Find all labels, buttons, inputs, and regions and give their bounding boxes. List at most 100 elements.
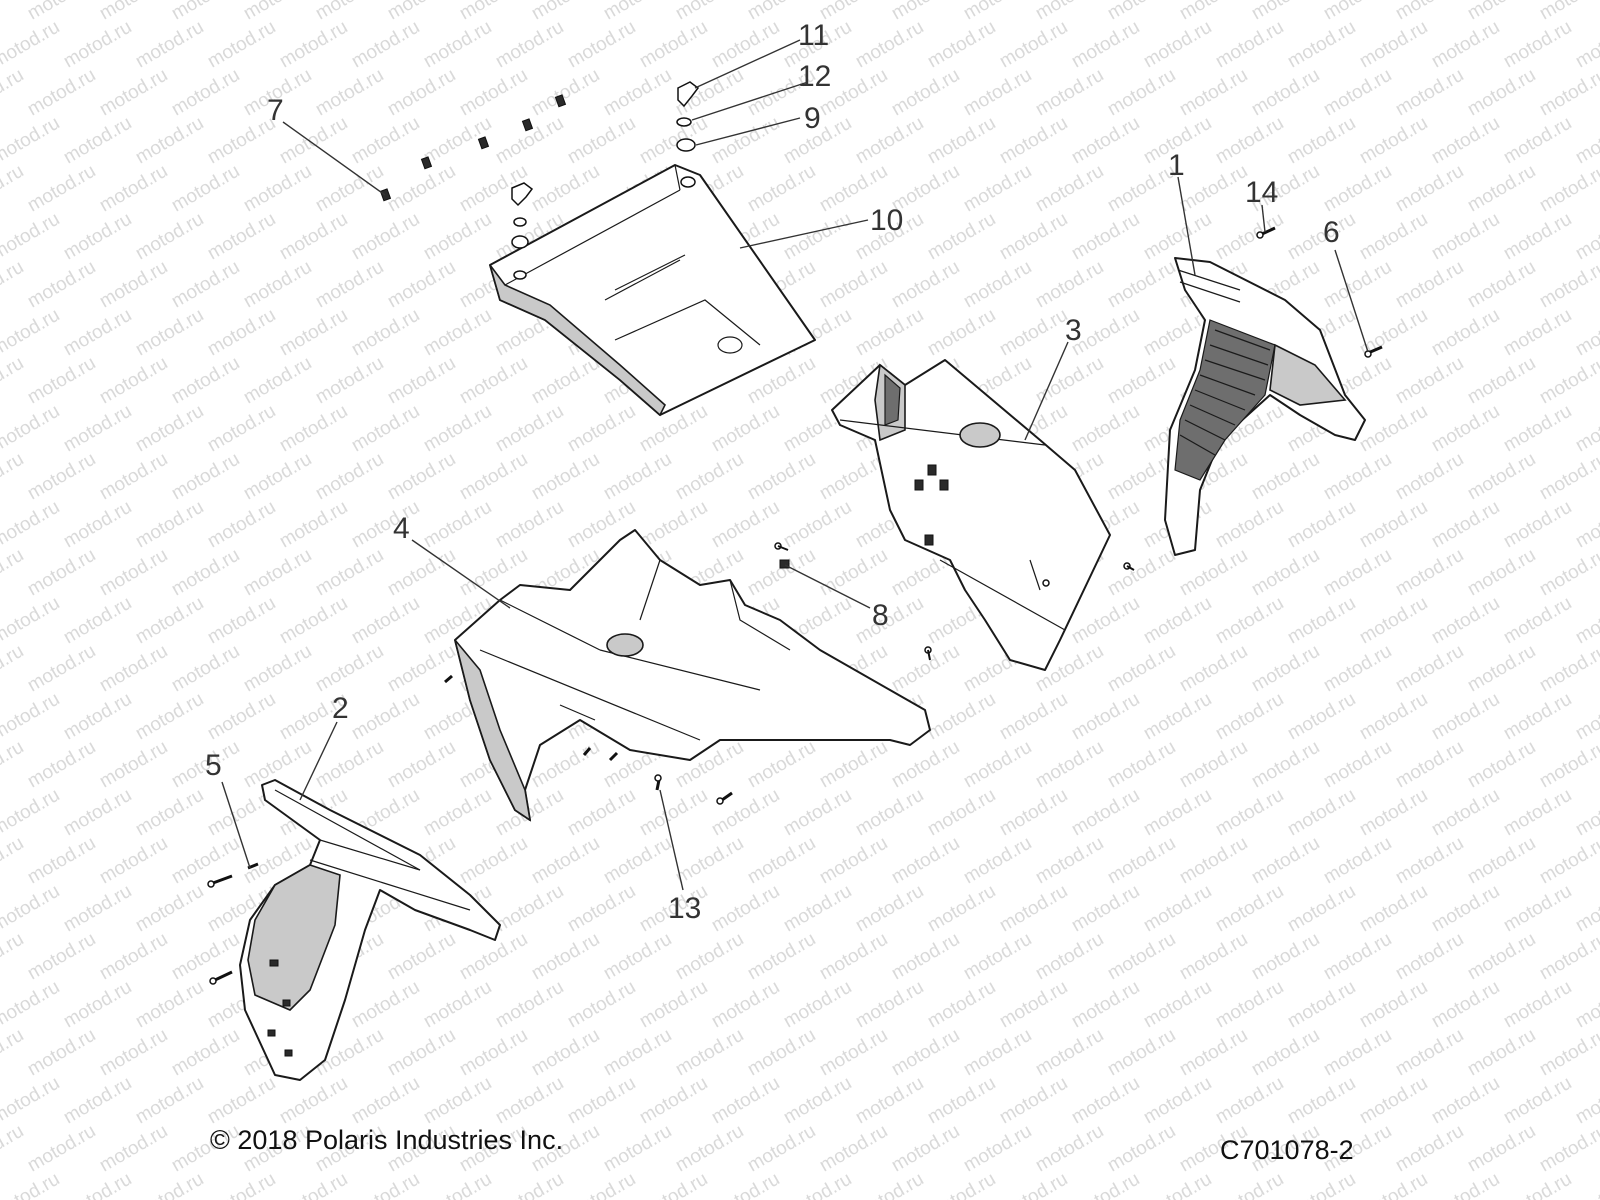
watermark-text: motod.ru [564,113,639,169]
watermark-text: motod.ru [852,593,927,649]
watermark-text: motod.ru [0,593,63,649]
watermark-text: motod.ru [1104,353,1179,409]
watermark-text: motod.ru [1572,305,1600,361]
watermark-text: motod.ru [1536,257,1600,313]
watermark-text: motod.ru [600,65,675,121]
watermark-text: motod.ru [1104,1121,1179,1177]
watermark-text: motod.ru [1572,1073,1600,1129]
watermark-text: motod.ru [312,641,387,697]
watermark-text: motod.ru [1428,17,1503,73]
watermark-text: motod.ru [132,593,207,649]
watermark-text: motod.ru [1212,1073,1287,1129]
watermark-text: motod.ru [132,497,207,553]
watermark-text: motod.ru [60,785,135,841]
watermark-text: motod.ru [564,1073,639,1129]
watermark-text: motod.ru [1320,929,1395,985]
watermark-text: motod.ru [24,833,99,889]
watermark-text: motod.ru [456,353,531,409]
watermark-text: motod.ru [240,257,315,313]
watermark-text: motod.ru [1212,593,1287,649]
watermark-text: motod.ru [1356,1169,1431,1200]
watermark-text: motod.ru [348,113,423,169]
watermark-text: motod.ru [1356,17,1431,73]
watermark-text: motod.ru [1068,689,1143,745]
watermark-text: motod.ru [132,209,207,265]
watermark-text: motod.ru [816,1025,891,1081]
watermark-text: motod.ru [240,353,315,409]
watermark-text: motod.ru [456,833,531,889]
watermark-text: motod.ru [636,17,711,73]
watermark-text: motod.ru [276,209,351,265]
watermark-text: motod.ru [1428,689,1503,745]
watermark-text: motod.ru [924,785,999,841]
watermark-text: motod.ru [1572,689,1600,745]
watermark-text: motod.ru [1500,113,1575,169]
watermark-text: motod.ru [96,353,171,409]
watermark-text: motod.ru [600,1121,675,1177]
watermark-text: motod.ru [456,65,531,121]
watermark-text: motod.ru [1392,641,1467,697]
watermark-text: motod.ru [1536,833,1600,889]
watermark-text: motod.ru [1104,1025,1179,1081]
watermark-text: motod.ru [60,689,135,745]
watermark-text: motod.ru [1320,257,1395,313]
watermark-text: motod.ru [348,17,423,73]
watermark-text: motod.ru [1500,1073,1575,1129]
watermark-text: motod.ru [924,689,999,745]
watermark-text: motod.ru [1392,545,1467,601]
watermark-text: motod.ru [1248,929,1323,985]
watermark-text: motod.ru [132,17,207,73]
watermark-text: motod.ru [1572,977,1600,1033]
callout-7: 7 [267,94,284,127]
watermark-text: motod.ru [1140,17,1215,73]
watermark-text: motod.ru [96,161,171,217]
watermark-text: motod.ru [204,593,279,649]
watermark-text: motod.ru [0,113,63,169]
watermark-text: motod.ru [672,929,747,985]
watermark-text: motod.ru [1500,881,1575,937]
watermark-text: motod.ru [132,689,207,745]
watermark-text: motod.ru [888,65,963,121]
watermark-text: motod.ru [1320,449,1395,505]
watermark-text: motod.ru [1428,401,1503,457]
watermark-text: motod.ru [1176,161,1251,217]
watermark-text: motod.ru [1572,785,1600,841]
watermark-text: motod.ru [60,881,135,937]
watermark-text: motod.ru [456,0,531,24]
watermark-text: motod.ru [1536,65,1600,121]
watermark-text: motod.ru [384,353,459,409]
watermark-text: motod.ru [852,977,927,1033]
watermark-text: motod.ru [1212,497,1287,553]
watermark-text: motod.ru [636,785,711,841]
watermark-text: motod.ru [960,257,1035,313]
fastener-left-stack [511,182,534,249]
watermark-text: motod.ru [240,641,315,697]
watermark-text: motod.ru [1428,497,1503,553]
watermark-text: motod.ru [168,833,243,889]
watermark-text: motod.ru [0,545,27,601]
watermark-text: motod.ru [960,0,1035,24]
watermark-text: motod.ru [204,1169,279,1200]
callout-6: 6 [1323,216,1340,249]
watermark-text: motod.ru [1428,113,1503,169]
part-2-fender [239,779,501,1081]
watermark-text: motod.ru [1320,161,1395,217]
watermark-text: motod.ru [420,305,495,361]
watermark-text: motod.ru [96,65,171,121]
watermark-text: motod.ru [24,929,99,985]
watermark-text: motod.ru [1500,977,1575,1033]
watermark-text: motod.ru [168,449,243,505]
watermark-text: motod.ru [0,449,27,505]
watermark-text: motod.ru [1536,737,1600,793]
watermark-text: motod.ru [996,113,1071,169]
watermark-text: motod.ru [1248,449,1323,505]
watermark-text: motod.ru [60,113,135,169]
watermark-text: motod.ru [564,977,639,1033]
watermark-text: motod.ru [96,1025,171,1081]
watermark-text: motod.ru [780,977,855,1033]
watermark-text: motod.ru [420,785,495,841]
watermark-text: motod.ru [708,785,783,841]
watermark-text: motod.ru [312,737,387,793]
watermark-text: motod.ru [888,1025,963,1081]
